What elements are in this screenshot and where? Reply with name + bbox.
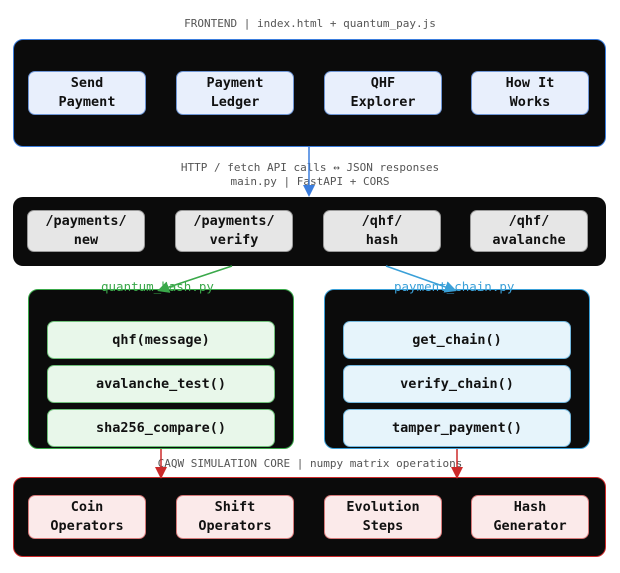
evolution-steps: Evolution Steps (324, 495, 442, 539)
function-verify-chain: verify_chain() (343, 365, 571, 403)
endpoint-payments-new: /payments/ new (27, 210, 145, 252)
api-to-hash-module-arrow (157, 265, 233, 293)
hash-generator: Hash Generator (471, 495, 589, 539)
qhf-explorer-button[interactable]: QHF Explorer (324, 71, 442, 115)
function-avalanche-test: avalanche_test() (47, 365, 275, 403)
send-payment-button[interactable]: Send Payment (28, 71, 146, 115)
api-to-chain-module-arrow (385, 265, 457, 293)
function-sha256-compare: sha256_compare() (47, 409, 275, 447)
endpoint-payments-verify: /payments/ verify (175, 210, 293, 252)
api-panel: /payments/ new /payments/ verify /qhf/ h… (13, 197, 606, 266)
core-caption: CAQW SIMULATION CORE | numpy matrix oper… (157, 457, 463, 470)
api-caption-line1: HTTP / fetch API calls ↔ JSON responses (180, 161, 440, 174)
quantum-hash-module: qhf(message) avalanche_test() sha256_com… (28, 289, 294, 449)
payment-ledger-button[interactable]: Payment Ledger (176, 71, 294, 115)
payment-chain-module: get_chain() verify_chain() tamper_paymen… (324, 289, 590, 449)
function-get-chain: get_chain() (343, 321, 571, 359)
endpoint-qhf-avalanche: /qhf/ avalanche (470, 210, 588, 252)
endpoint-qhf-hash: /qhf/ hash (323, 210, 441, 252)
caqw-core-panel: Coin Operators Shift Operators Evolution… (13, 477, 606, 557)
shift-operators: Shift Operators (176, 495, 294, 539)
how-it-works-button[interactable]: How It Works (471, 71, 589, 115)
api-caption-line2: main.py | FastAPI + CORS (230, 175, 390, 188)
frontend-caption: FRONTEND | index.html + quantum_pay.js (184, 17, 436, 30)
function-tamper-payment: tamper_payment() (343, 409, 571, 447)
coin-operators: Coin Operators (28, 495, 146, 539)
function-qhf: qhf(message) (47, 321, 275, 359)
frontend-panel: Send Payment Payment Ledger QHF Explorer… (13, 39, 606, 147)
